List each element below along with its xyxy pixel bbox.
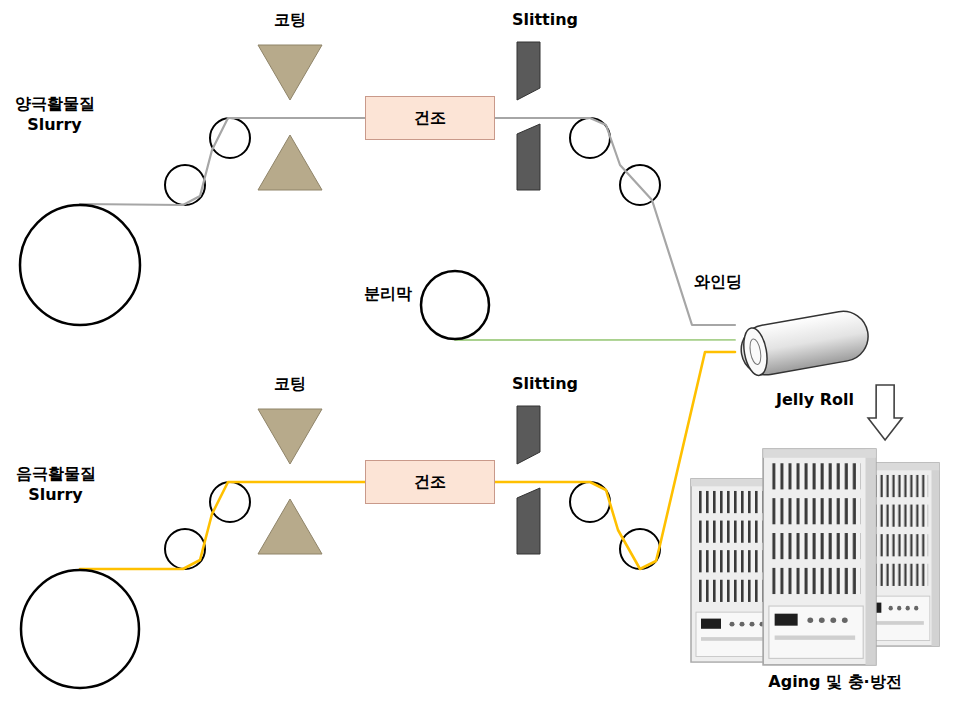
cathode-web [495, 118, 735, 325]
text-holder: 분리막 [328, 284, 412, 305]
guide-roller [165, 529, 205, 569]
part-label: 음극활물질 Slurry [8, 464, 103, 506]
text-holder: 음극활물질 Slurry [8, 464, 103, 506]
coating-head [258, 499, 322, 554]
slitting-blade [517, 406, 540, 464]
text-holder: Aging 및 충·방전 [730, 672, 940, 693]
step-label: Slitting [495, 10, 595, 31]
jelly-roll-core [748, 338, 762, 365]
separator-roll: 분리막 [420, 270, 490, 340]
roll-circle [421, 271, 489, 339]
text-holder: 건조 [414, 472, 446, 493]
slurry-roll: 음극활물질 Slurry [20, 569, 140, 689]
part-label: Jelly Roll [765, 390, 865, 411]
drying-box: 건조 [365, 96, 495, 140]
step-label: 와인딩 [688, 272, 748, 293]
text-holder: 양극활물질 Slurry [7, 94, 102, 136]
slitting-blade [517, 42, 540, 100]
process-arrow [868, 385, 902, 440]
jelly-roll-body [737, 307, 872, 378]
roll-outline [19, 204, 141, 326]
step-label: 코팅 [255, 374, 325, 395]
separator-web [455, 339, 735, 341]
anode-web [80, 482, 365, 569]
part-label: 양극활물질 Slurry [7, 94, 102, 136]
cycler-cabinet [763, 449, 876, 665]
part-label: 분리막 [328, 284, 412, 305]
drying-box: 건조 [365, 460, 495, 504]
part-label: Aging 및 충·방전 [730, 672, 940, 693]
label-holder: 와인딩 [688, 272, 748, 293]
roll-outline [20, 569, 140, 689]
process-label: 건조 [414, 108, 446, 129]
cathode-web [80, 118, 365, 205]
roll-circle [21, 570, 139, 688]
text-holder: 건조 [414, 108, 446, 129]
text-holder: Jelly Roll [765, 390, 865, 411]
roll-circle [20, 205, 140, 325]
jelly-roll-figure [735, 300, 900, 385]
coating-head [258, 135, 322, 190]
slurry-roll: 양극활물질 Slurry [19, 204, 141, 326]
coating-head [258, 409, 322, 464]
label-holder: 코팅 [255, 10, 325, 31]
step-label: 코팅 [255, 10, 325, 31]
guide-roller [210, 118, 250, 158]
process-label: 건조 [414, 472, 446, 493]
label-holder: Slitting [495, 374, 595, 395]
equipment-figure [690, 440, 945, 696]
slitting-blade [517, 488, 540, 554]
guide-roller [210, 482, 250, 522]
jelly-roll: Jelly Roll [735, 300, 900, 385]
step-label: Slitting [495, 374, 595, 395]
guide-roller [165, 165, 205, 205]
slitting-blade [517, 124, 540, 190]
charge-discharge-equipment: Aging 및 충·방전 [690, 440, 945, 696]
label-holder: Slitting [495, 10, 595, 31]
jelly-roll-end [740, 326, 770, 377]
roll-outline [420, 270, 490, 340]
coating-head [258, 45, 322, 100]
label-holder: 코팅 [255, 374, 325, 395]
